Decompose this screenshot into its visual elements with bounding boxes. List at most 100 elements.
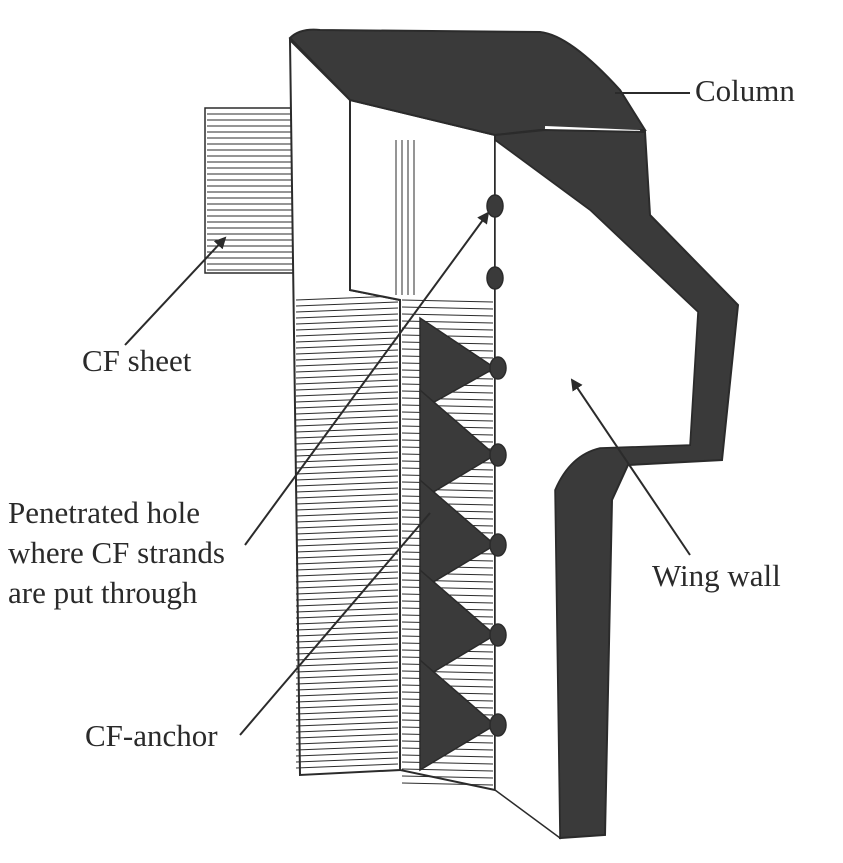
hatch-line — [401, 663, 494, 667]
hatch-line — [295, 649, 399, 655]
hatch-line — [295, 559, 399, 565]
hatch-line — [295, 703, 399, 709]
hatch-line — [295, 511, 399, 517]
hatch-line — [295, 565, 399, 571]
hatch-line — [295, 673, 399, 679]
hatch-line — [401, 327, 494, 331]
penetrated-hole-label-line1: Penetrated hole — [8, 495, 200, 530]
hatch-line — [295, 745, 399, 751]
hatch-line — [295, 463, 399, 469]
hatch-line — [401, 586, 494, 590]
hatch-line — [295, 361, 399, 367]
hatch-line — [295, 625, 399, 631]
hatch-line — [401, 579, 494, 583]
hatch-line — [295, 493, 399, 499]
hatch-line — [295, 331, 399, 337]
penetrated-hole-label-line2: where CF strands — [8, 535, 225, 570]
hatch-line — [295, 697, 399, 703]
hatch-line — [295, 385, 399, 391]
hatch-line — [295, 547, 399, 553]
hatch-line — [295, 679, 399, 685]
hatch-line — [295, 733, 399, 739]
hatch-line — [295, 721, 399, 727]
hatch-line — [401, 404, 494, 408]
hatch-line — [295, 523, 399, 529]
hatch-line — [295, 301, 399, 307]
hatch-line — [295, 307, 399, 313]
hatch-line — [295, 655, 399, 661]
hatch-line — [295, 613, 399, 619]
column-top — [288, 28, 647, 137]
hatch-line — [295, 583, 399, 589]
hatch-line — [295, 595, 399, 601]
hatch-line — [401, 320, 494, 324]
hatch-line — [401, 761, 494, 765]
hatch-line — [401, 782, 494, 786]
hatch-line — [295, 415, 399, 421]
hatch-line — [401, 397, 494, 401]
hatch-line — [295, 379, 399, 385]
hatch-line — [295, 397, 399, 403]
hatch-line — [295, 469, 399, 475]
hatch-line — [295, 571, 399, 577]
hatch-line — [295, 661, 399, 667]
hatch-line — [295, 505, 399, 511]
hatch-line — [295, 715, 399, 721]
penetrated-hole-label-line3: are put through — [8, 575, 198, 610]
hatch-line — [295, 637, 399, 643]
hatch-line — [401, 775, 494, 779]
hatch-line — [295, 313, 399, 319]
hatch-line — [295, 757, 399, 763]
hatch-line — [295, 517, 399, 523]
hatch-line — [295, 499, 399, 505]
hatch-line — [295, 667, 399, 673]
hatch-line — [295, 457, 399, 463]
hatch-line — [295, 727, 399, 733]
hatch-line — [295, 763, 399, 769]
hatch-line — [295, 421, 399, 427]
hatch-line — [295, 601, 399, 607]
column-label: Column — [695, 73, 795, 108]
cf-anchors — [419, 316, 497, 772]
hatch-line — [401, 495, 494, 499]
hatch-line — [295, 631, 399, 637]
hatch-line — [401, 670, 494, 674]
penetrated-holes — [486, 194, 507, 737]
hatch-line — [401, 488, 494, 492]
hatch-line — [295, 589, 399, 595]
hatch-line — [295, 355, 399, 361]
hatch-line — [295, 751, 399, 757]
hatch-line — [295, 319, 399, 325]
hatch-line — [295, 553, 399, 559]
hatch-line — [295, 439, 399, 445]
cf-sheet-label: CF sheet — [82, 343, 192, 378]
cf-sheet-arrow — [124, 236, 227, 346]
leader-lines — [124, 92, 691, 736]
cf-anchor-label: CF-anchor — [85, 718, 218, 753]
hatch-line — [295, 691, 399, 697]
hatch-line — [295, 529, 399, 535]
hatch-line — [295, 343, 399, 349]
hatch-line — [295, 433, 399, 439]
hatch-line — [295, 739, 399, 745]
hatch-line — [295, 475, 399, 481]
wing-wall-arrow — [570, 378, 691, 556]
hatch-line — [295, 373, 399, 379]
penetrated-hole-arrow — [244, 211, 490, 546]
hatch-line — [295, 325, 399, 331]
hatch-line — [295, 427, 399, 433]
hatch-line — [295, 349, 399, 355]
hatch-line — [401, 768, 494, 772]
hatch-line — [401, 677, 494, 681]
hatch-line — [295, 445, 399, 451]
hatch-line — [295, 709, 399, 715]
hatch-line — [401, 299, 494, 303]
wing-wall-label: Wing wall — [652, 558, 781, 593]
hatch-line — [295, 409, 399, 415]
hatch-line — [401, 306, 494, 310]
hatch-line — [295, 367, 399, 373]
cf-anchor-leader — [239, 512, 431, 736]
hatch-line — [295, 487, 399, 493]
